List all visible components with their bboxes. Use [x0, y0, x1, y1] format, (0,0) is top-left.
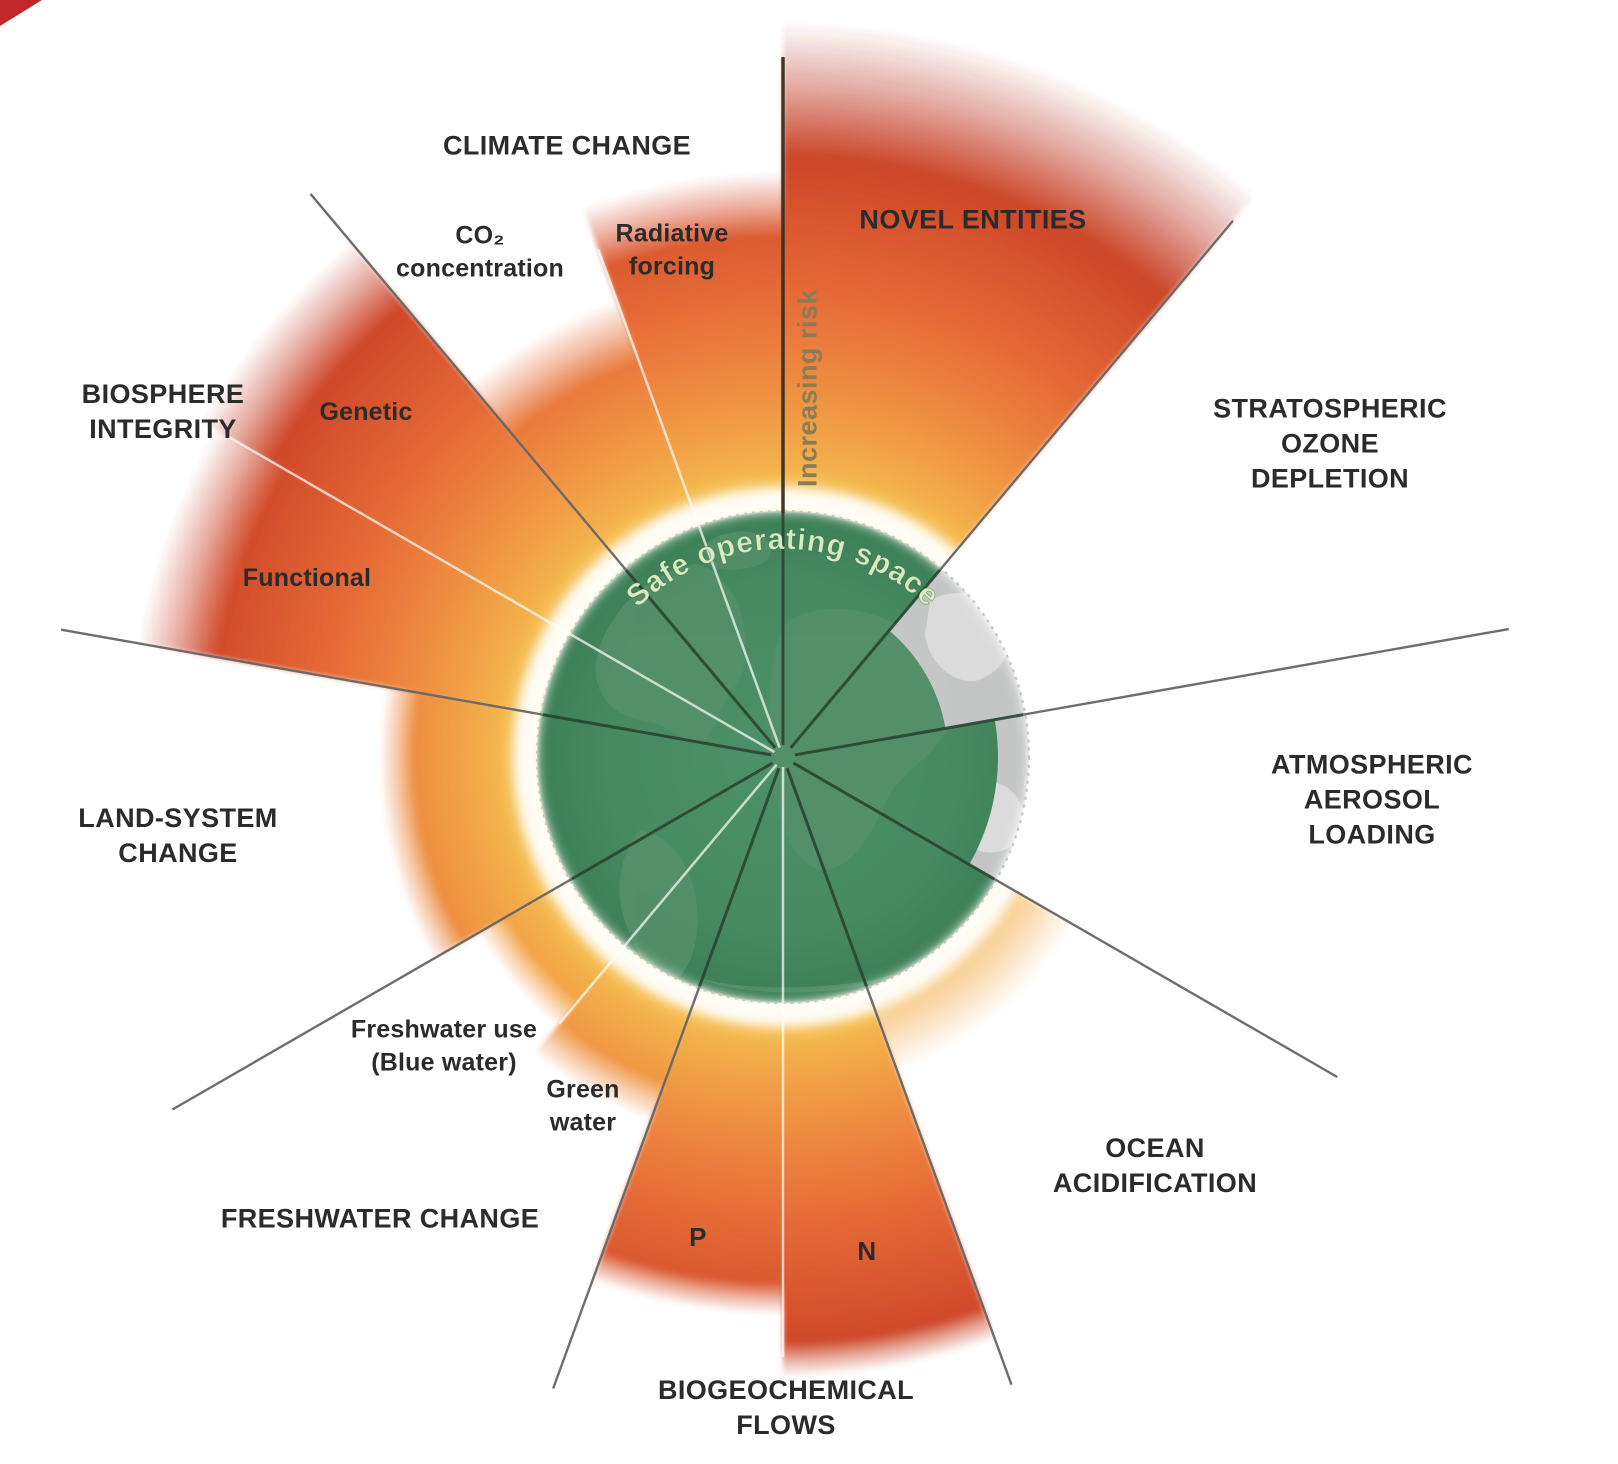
sector-divider-lines: [60, 57, 1510, 1389]
label-biogeochemical-flows: BIOGEOCHEMICAL FLOWS: [657, 1374, 915, 1440]
label-green-water: Green water: [546, 1075, 620, 1137]
sector-line-inner-280: [542, 713, 772, 757]
label-climate-change: CLIMATE CHANGE: [442, 130, 692, 161]
label-co2-concentration: CO₂ concentration: [396, 221, 564, 283]
sector-line-outer-240: [171, 877, 573, 1111]
label-phosphorus: P: [689, 1222, 707, 1253]
wedge-genetic: [201, 242, 629, 637]
continents: [595, 531, 953, 993]
label-increasing-risk: Increasing risk: [792, 288, 823, 488]
risk-wedges-layer: [138, 22, 1256, 1377]
wedge-radiative_forcing: [582, 172, 783, 532]
sector-line-outer-160: [865, 985, 1013, 1386]
continent-shape-1: [595, 564, 746, 746]
wedge-functional: [138, 429, 576, 716]
sector-line-outer-280: [60, 628, 543, 716]
label-freshwater-use-blue: Freshwater use (Blue water): [350, 1015, 538, 1077]
label-functional: Functional: [242, 563, 372, 592]
label-ocean-acidification: OCEAN ACIDIFICATION: [1052, 1132, 1258, 1198]
sector-line-outer-200: [552, 985, 701, 1389]
sector-line-inner-240: [570, 761, 774, 881]
sector-line-inner-80: [794, 713, 1024, 757]
corner-artifact: [0, 0, 42, 26]
sector-line-outer-120: [993, 877, 1338, 1079]
label-nitrogen: N: [857, 1236, 877, 1267]
sector-line-inner-40: [789, 569, 941, 749]
label-genetic: Genetic: [319, 397, 413, 426]
label-novel-entities: NOVEL ENTITIES: [859, 204, 1087, 235]
sector-line-outer-320: [309, 193, 628, 571]
sector-line-outer-80: [1023, 627, 1510, 716]
continent-shape-4: [700, 972, 898, 993]
sector-line-inner-120: [792, 761, 996, 881]
sector-line-inner-160: [785, 767, 868, 987]
sub-divider-line-220: [558, 763, 778, 1025]
wedge-phosphorus: [592, 982, 783, 1315]
continent-shape-0: [703, 531, 772, 570]
label-freshwater-change: FRESHWATER CHANGE: [220, 1203, 540, 1234]
wedge-co2_concentration: [470, 299, 701, 574]
sector-line-inner-200: [698, 767, 781, 987]
wedge-nitrogen: [783, 982, 996, 1377]
label-aerosol-loading: ATMOSPHERIC AEROSOL LOADING: [1271, 749, 1473, 850]
label-land-system-change: LAND-SYSTEM CHANGE: [78, 802, 278, 868]
sector-line-outer-40: [938, 219, 1234, 571]
wedge-novel_entities: [783, 22, 1256, 574]
sub-divider-line-340: [597, 249, 781, 749]
wedge-ocean_acidification: [867, 880, 1074, 1072]
continent-shape-3: [768, 608, 953, 871]
label-stratospheric-ozone: STRATOSPHERIC OZONE DEPLETION: [1213, 393, 1447, 494]
label-biosphere-integrity: BIOSPHERE INTEGRITY: [81, 378, 245, 444]
sector-line-inner-320: [625, 569, 777, 749]
sub-divider-line-300: [228, 435, 775, 754]
label-radiative-forcing: Radiative forcing: [615, 219, 729, 281]
